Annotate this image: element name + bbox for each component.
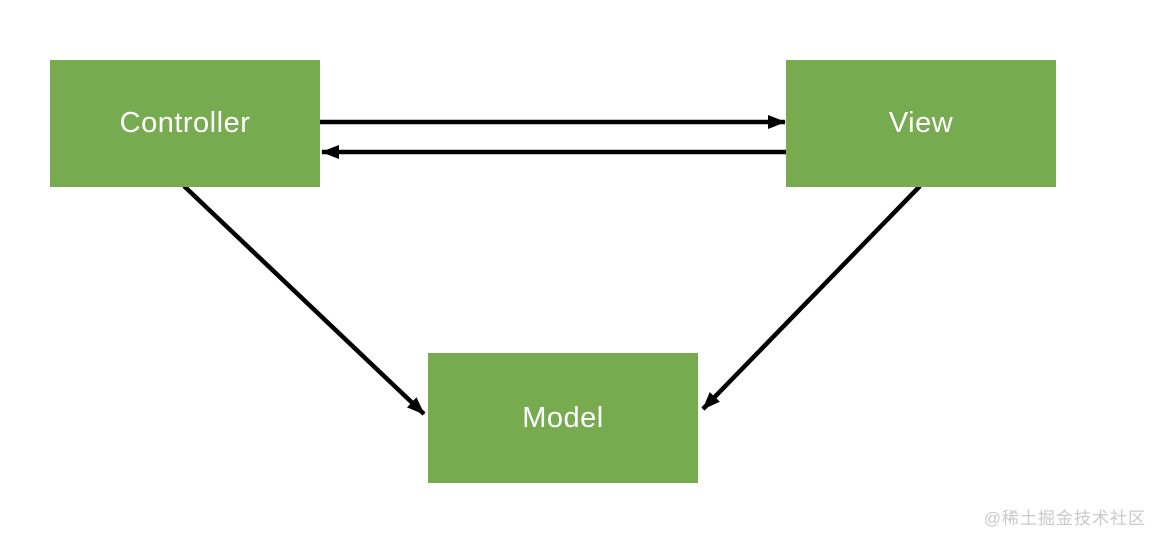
node-model-label: Model <box>522 401 604 434</box>
edge-controller-to-model-arrow <box>182 184 426 416</box>
watermark: @稀土掘金技术社区 <box>983 509 1146 528</box>
edge-view-to-model-arrow <box>701 184 922 411</box>
node-view-label: View <box>888 107 954 139</box>
node-model: Model <box>428 353 698 483</box>
node-controller-label: Controller <box>119 107 251 139</box>
node-view: View <box>786 60 1056 187</box>
node-controller: Controller <box>50 60 320 187</box>
